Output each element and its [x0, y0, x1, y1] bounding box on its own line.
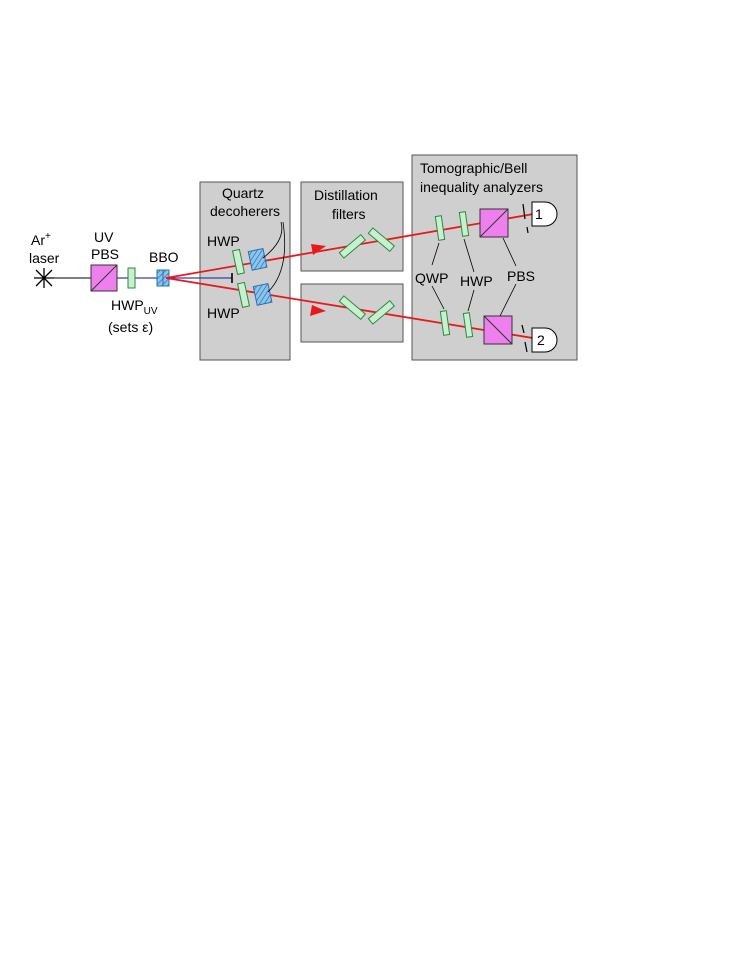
analyzer-leaders: [431, 237, 517, 317]
filter-bottom-1: [338, 295, 367, 321]
distill-title-2: filters: [332, 206, 365, 222]
tomo-title-1: Tomographic/Bell: [420, 160, 527, 176]
distillation-top-box: [300, 181, 404, 272]
tomo-title-2: inequality analyzers: [420, 179, 543, 195]
pbs-right-bottom: [483, 315, 513, 345]
detector-1-label: 1: [535, 206, 543, 222]
quartz-bottom-plate: [252, 282, 273, 306]
qwp-top-plate: [434, 215, 446, 241]
pbs-left: [90, 264, 118, 292]
arrow-lower-icon: [310, 305, 326, 316]
ar-label: Ar+: [31, 231, 51, 248]
quartz-title-2: decoherers: [210, 203, 280, 219]
hwp-right-bottom-plate: [462, 312, 474, 338]
quartz-decoherers-box: [199, 181, 291, 361]
iris-bottom: [521, 324, 525, 334]
sets-epsilon-label: (sets ε): [108, 319, 153, 335]
filter-top-2: [367, 227, 396, 253]
quartz-leader-bottom: [267, 221, 286, 293]
laser-star-icon: [34, 268, 54, 288]
pbs-right-top: [479, 208, 509, 238]
filter-top-1: [338, 233, 367, 259]
distill-title-1: Distillation: [314, 187, 378, 203]
hwp-top-plate: [231, 248, 246, 275]
quartz-top-plate: [247, 247, 268, 271]
filter-bottom-2: [367, 299, 396, 325]
pbs-left-label: PBS: [91, 246, 119, 262]
hwp-right-label: HWP: [460, 273, 493, 289]
iris-bottom-b: [524, 341, 528, 353]
qwp-bottom-plate: [439, 310, 451, 336]
quartz-leader-top: [262, 221, 283, 259]
hwp-top-label: HWP: [207, 233, 240, 249]
hwp-uv-label: HWPUV: [111, 297, 158, 317]
detector-1-icon: [531, 201, 558, 227]
uv-label: UV: [94, 229, 114, 245]
iris-top: [522, 203, 526, 220]
hwp-right-top-plate: [458, 211, 470, 237]
detector-2-icon: [531, 327, 558, 353]
hwp-uv-plate: [127, 267, 136, 289]
hwp-bottom-label: HWP: [207, 305, 240, 321]
qwp-label: QWP: [415, 270, 448, 286]
hwp-bottom-plate: [236, 281, 251, 308]
bbo-label: BBO: [149, 249, 179, 265]
laser-label: laser: [29, 250, 60, 266]
detector-2-label: 2: [537, 332, 545, 348]
quartz-title-1: Quartz: [222, 185, 264, 201]
pbs-right-label: PBS: [507, 268, 535, 284]
arrow-upper-icon: [311, 244, 326, 255]
iris-top-b: [526, 226, 529, 234]
